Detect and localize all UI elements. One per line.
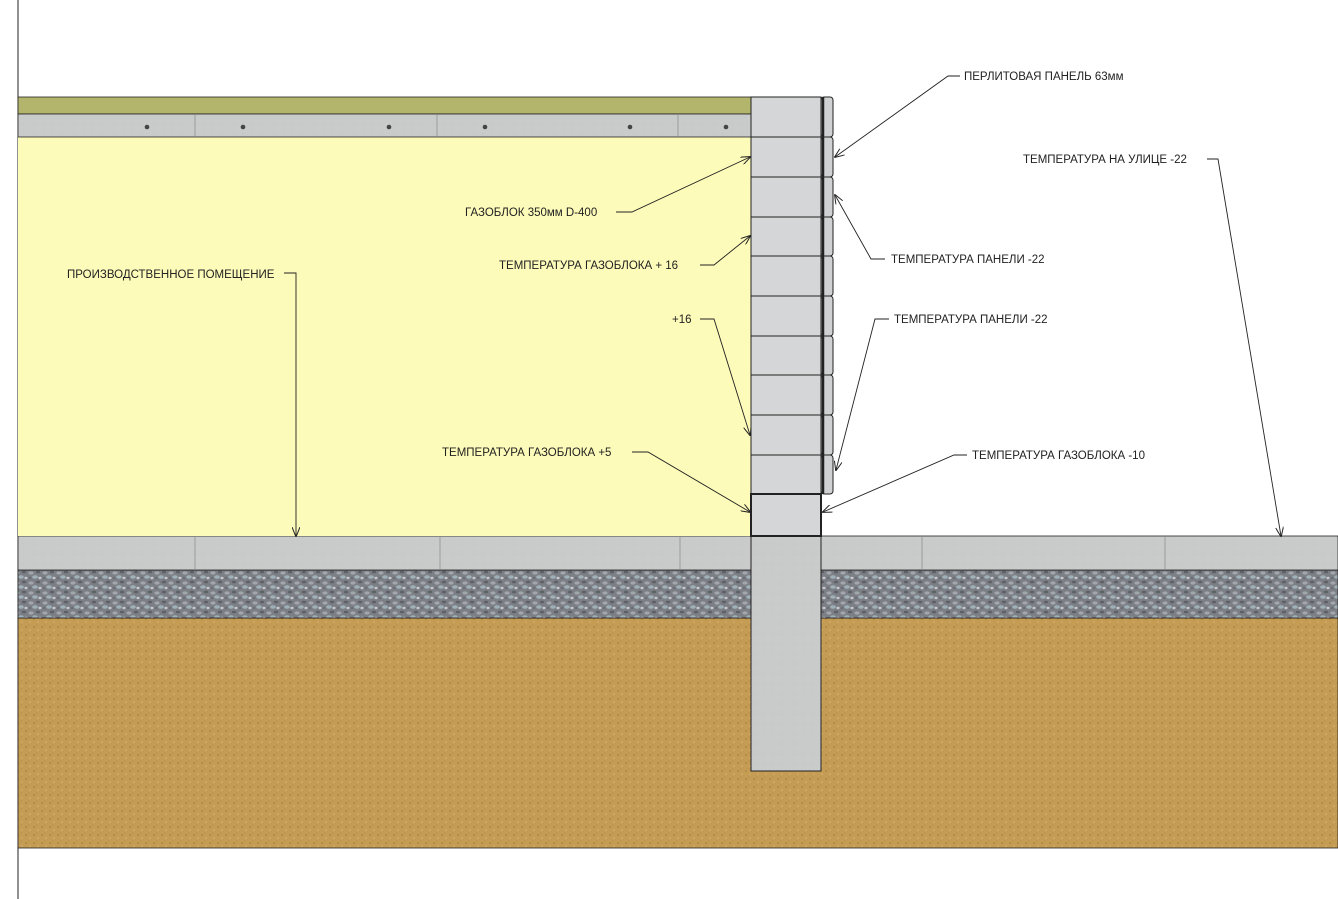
label-gasblock-temp-5: ТЕМПЕРАТУРА ГАЗОБЛОКА +5 bbox=[442, 447, 611, 459]
floor-slab-inside bbox=[17, 535, 752, 571]
soil-layer bbox=[17, 617, 1338, 849]
production-room-area bbox=[18, 137, 751, 536]
roof-insulation-strip bbox=[17, 96, 752, 115]
gasblock-wall bbox=[750, 96, 822, 537]
floor-slab-outside bbox=[820, 535, 1338, 571]
ceiling-slab bbox=[17, 113, 787, 138]
label-gasblock-temp-m10: ТЕМПЕРАТУРА ГАЗОБЛОКА -10 bbox=[972, 450, 1145, 462]
label-gasblock: ГАЗОБЛОК 350мм D-400 bbox=[465, 207, 597, 219]
label-gasblock-temp-16: ТЕМПЕРАТУРА ГАЗОБЛОКА + 16 bbox=[499, 260, 678, 272]
label-production-room: ПРОИЗВОДСТВЕННОЕ ПОМЕЩЕНИЕ bbox=[67, 269, 275, 281]
leader-lines bbox=[284, 75, 1281, 536]
gravel-layer bbox=[17, 569, 1338, 619]
label-perlite-panel: ПЕРЛИТОВАЯ ПАНЕЛЬ 63мм bbox=[964, 71, 1124, 83]
slab-joints bbox=[194, 537, 1166, 569]
label-panel-temp-2: ТЕМПЕРАТУРА ПАНЕЛИ -22 bbox=[894, 314, 1048, 326]
foundation-column bbox=[750, 535, 822, 772]
label-plus16: +16 bbox=[672, 314, 692, 326]
label-panel-temp-1: ТЕМПЕРАТУРА ПАНЕЛИ -22 bbox=[891, 254, 1045, 266]
perlite-panel-wall bbox=[820, 96, 834, 495]
label-outside-temp: ТЕМПЕРАТУРА НА УЛИЦЕ -22 bbox=[1023, 154, 1187, 166]
ceiling-slab-holes bbox=[144, 124, 729, 130]
